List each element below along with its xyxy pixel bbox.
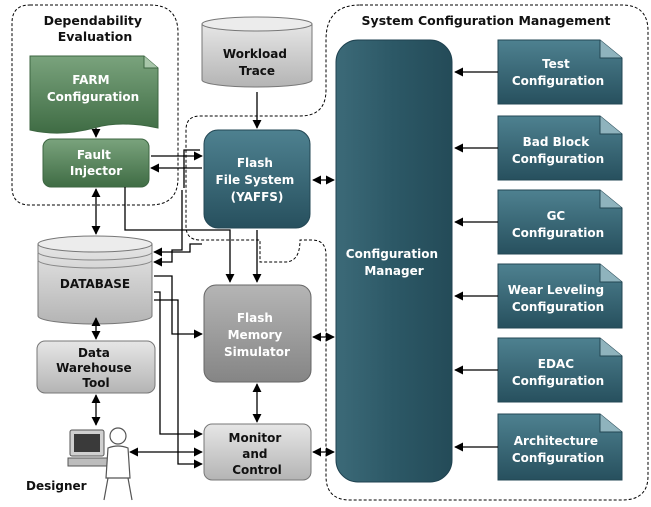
- config-doc-architecture-line2: Configuration: [512, 451, 604, 465]
- svg-text:Data Warehouse Too: Data Warehouse Tool: [56, 346, 136, 390]
- system-config-title: System Configuration Management: [362, 13, 611, 28]
- flash-fs-box: Flash File System (YAFFS): [203, 129, 311, 229]
- svg-text:Monitor and Contro: Monitor and Control: [229, 431, 286, 477]
- farm-config-doc: FARM Configuration: [29, 55, 159, 134]
- svg-text:Architecture Configurati: Architecture Configuration: [512, 434, 604, 465]
- computer-icon: [67, 429, 111, 467]
- monitor-box: Monitor and Control: [203, 423, 312, 481]
- system-config-region: [185, 4, 649, 501]
- monitor-line3: Control: [232, 463, 282, 477]
- flash-sim-line3: Simulator: [224, 345, 290, 359]
- farm-config-line2: Configuration: [47, 90, 139, 104]
- monitor-line2: and: [242, 447, 267, 461]
- dependability-title-line2: Evaluation: [58, 29, 133, 44]
- svg-text:EDAC Configuration: EDAC Configuration: [512, 357, 604, 388]
- config-doc-arrows: [454, 67, 498, 452]
- svg-text:GC Configuration: GC Configuration: [512, 209, 604, 240]
- svg-text:FARM Configuration: FARM Configuration: [47, 73, 139, 104]
- workload-trace-line1: Workload: [223, 47, 287, 61]
- dependability-title: Dependability Evaluation: [44, 13, 147, 44]
- config-doc-badblock-line2: Configuration: [512, 152, 604, 166]
- svg-text:Wear Leveling Configurat: Wear Leveling Configuration: [508, 283, 608, 314]
- fault-injector-line1: Fault: [77, 148, 111, 162]
- config-doc-edac-line2: Configuration: [512, 374, 604, 388]
- config-doc-gc: GC Configuration: [497, 189, 623, 255]
- designer-figure: Designer: [26, 427, 133, 501]
- config-doc-architecture: Architecture Configuration: [497, 413, 623, 481]
- svg-text:Test Configuration: Test Configuration: [512, 57, 604, 88]
- config-doc-badblock: Bad Block Configuration: [497, 115, 623, 181]
- database-cylinder: DATABASE: [37, 235, 153, 325]
- config-manager-line1: Configuration: [346, 247, 438, 261]
- config-doc-test-line1: Test: [542, 57, 570, 71]
- svg-text:Fault Injector: Fault Injector: [70, 148, 122, 178]
- config-doc-gc-line1: GC: [547, 209, 566, 223]
- config-manager-box: Configuration Manager: [335, 39, 453, 483]
- flash-fs-line3: (YAFFS): [231, 190, 284, 204]
- dependability-title-line1: Dependability: [44, 13, 143, 28]
- config-doc-edac-line1: EDAC: [538, 357, 574, 371]
- monitor-line1: Monitor: [229, 431, 282, 445]
- data-warehouse-line1: Data: [78, 346, 110, 360]
- flash-sim-line1: Flash: [237, 311, 273, 325]
- config-manager-line2: Manager: [364, 264, 423, 278]
- svg-text:Flash File System: Flash File System (YAFFS): [216, 156, 299, 204]
- config-doc-gc-line2: Configuration: [512, 226, 604, 240]
- database-label: DATABASE: [60, 277, 130, 291]
- flash-sim-box: Flash Memory Simulator: [203, 284, 312, 383]
- config-doc-wear-line2: Configuration: [512, 300, 604, 314]
- designer-label: Designer: [26, 479, 87, 493]
- flash-sim-line2: Memory: [228, 328, 283, 342]
- config-doc-test-line2: Configuration: [512, 74, 604, 88]
- fault-injector-line2: Injector: [70, 164, 122, 178]
- flow-arrows: [91, 92, 262, 469]
- svg-text:Bad Block Configuration: Bad Block Configuration: [512, 135, 604, 166]
- workload-trace-cylinder: Workload Trace: [201, 16, 313, 88]
- config-doc-wear: Wear Leveling Configuration: [497, 263, 623, 329]
- svg-text:Flash Memory Simul: Flash Memory Simulator: [224, 311, 290, 359]
- data-warehouse-line2: Warehouse: [56, 361, 132, 375]
- config-doc-wear-line1: Wear Leveling: [508, 283, 604, 297]
- manager-link-arrows: [312, 175, 335, 457]
- data-warehouse-box: Data Warehouse Tool: [36, 340, 156, 394]
- person-icon: [103, 427, 133, 501]
- workload-trace-line2: Trace: [239, 64, 275, 78]
- config-doc-badblock-line1: Bad Block: [523, 135, 591, 149]
- svg-text:Workload Trace: Workload Trace: [223, 47, 291, 78]
- config-doc-edac: EDAC Configuration: [497, 337, 623, 403]
- svg-text:Configuration Manager: Configuration Manager: [346, 247, 442, 278]
- flash-fs-line1: Flash: [237, 156, 273, 170]
- farm-config-line1: FARM: [72, 73, 109, 87]
- fault-injector-box: Fault Injector: [42, 138, 150, 188]
- config-doc-test: Test Configuration: [497, 39, 623, 105]
- flash-fs-line2: File System: [216, 173, 295, 187]
- data-warehouse-line3: Tool: [82, 376, 109, 390]
- config-doc-architecture-line1: Architecture: [514, 434, 598, 448]
